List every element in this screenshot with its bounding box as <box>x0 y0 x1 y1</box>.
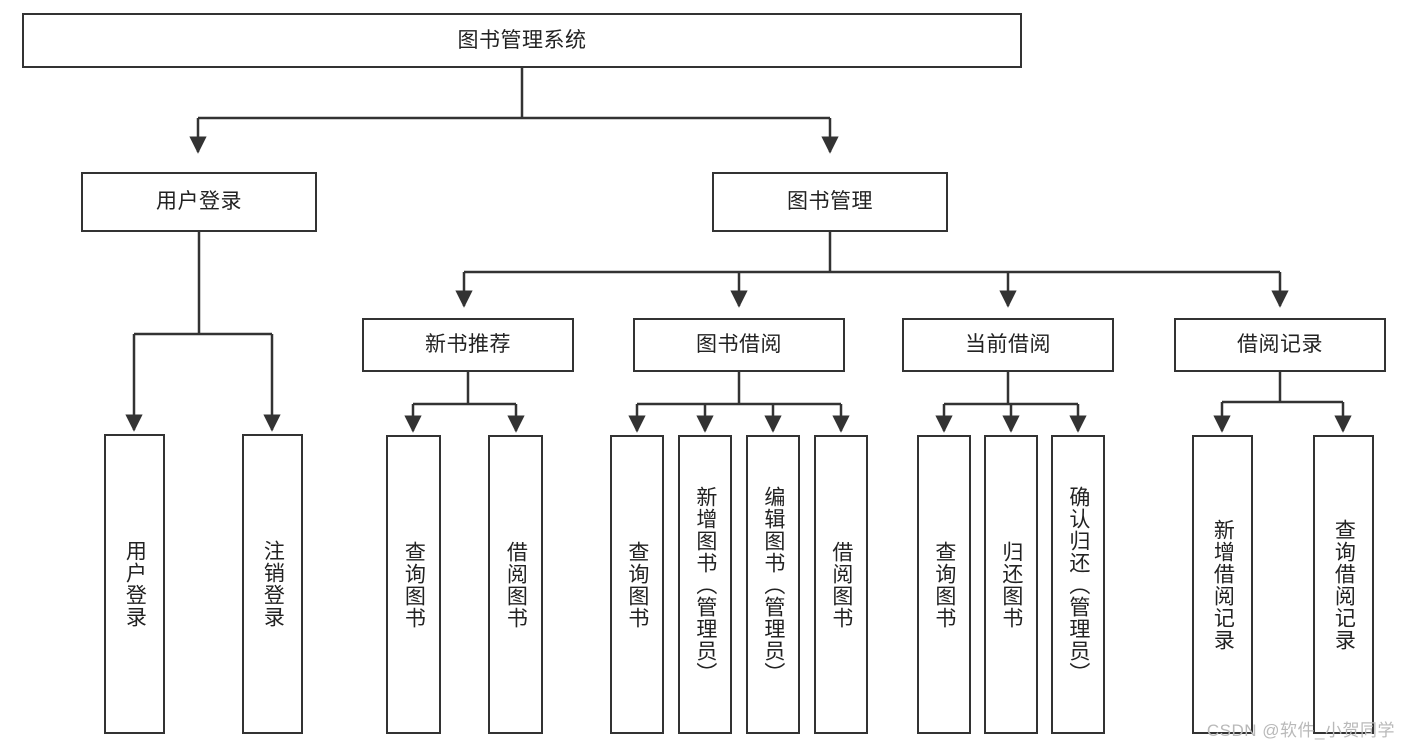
node-leaf-confirm-return[interactable]: 确认归还（管理员） <box>1051 435 1105 734</box>
node-leaf-user-login-label: 用户登录 <box>123 540 147 628</box>
node-leaf-add-record[interactable]: 新增借阅记录 <box>1192 435 1253 734</box>
node-user-login-label: 用户登录 <box>156 190 242 214</box>
node-leaf-borrow-book-1[interactable]: 借阅图书 <box>488 435 543 734</box>
node-leaf-query-book-2-label: 查询图书 <box>625 540 649 629</box>
node-book-management[interactable]: 图书管理 <box>712 172 948 232</box>
node-new-book-recommend-label: 新书推荐 <box>425 333 511 357</box>
node-leaf-return-book[interactable]: 归还图书 <box>984 435 1038 734</box>
node-leaf-borrow-book-2[interactable]: 借阅图书 <box>814 435 868 734</box>
node-current-borrow-label: 当前借阅 <box>965 333 1051 357</box>
node-leaf-edit-book[interactable]: 编辑图书（管理员） <box>746 435 800 734</box>
node-leaf-edit-book-label: 编辑图书（管理员） <box>761 485 785 684</box>
node-leaf-add-record-label: 新增借阅记录 <box>1211 518 1235 651</box>
node-borrow-record-label: 借阅记录 <box>1237 333 1323 357</box>
node-leaf-query-book-3-label: 查询图书 <box>932 540 956 629</box>
node-leaf-logout-login[interactable]: 注销登录 <box>242 434 303 734</box>
node-user-login[interactable]: 用户登录 <box>81 172 317 232</box>
node-root-book-management-system[interactable]: 图书管理系统 <box>22 13 1022 68</box>
node-leaf-borrow-book-2-label: 借阅图书 <box>829 540 853 629</box>
node-leaf-query-book-1[interactable]: 查询图书 <box>386 435 441 734</box>
node-leaf-borrow-book-1-label: 借阅图书 <box>504 540 528 629</box>
node-leaf-add-book-label: 新增图书（管理员） <box>693 485 717 684</box>
node-leaf-query-book-3[interactable]: 查询图书 <box>917 435 971 734</box>
node-book-borrow[interactable]: 图书借阅 <box>633 318 845 372</box>
node-leaf-add-book[interactable]: 新增图书（管理员） <box>678 435 732 734</box>
node-leaf-query-record-label: 查询借阅记录 <box>1332 518 1356 651</box>
node-leaf-query-book-2[interactable]: 查询图书 <box>610 435 664 734</box>
node-leaf-query-book-1-label: 查询图书 <box>402 540 426 629</box>
node-root-label: 图书管理系统 <box>457 28 587 52</box>
node-current-borrow[interactable]: 当前借阅 <box>902 318 1114 372</box>
node-new-book-recommend[interactable]: 新书推荐 <box>362 318 574 372</box>
node-leaf-user-login[interactable]: 用户登录 <box>104 434 165 734</box>
node-book-borrow-label: 图书借阅 <box>696 333 782 357</box>
node-leaf-return-book-label: 归还图书 <box>999 540 1023 629</box>
node-leaf-logout-login-label: 注销登录 <box>261 540 285 628</box>
csdn-watermark: CSDN @软件_小贺同学 <box>1206 721 1395 740</box>
node-leaf-query-record[interactable]: 查询借阅记录 <box>1313 435 1374 734</box>
node-leaf-confirm-return-label: 确认归还（管理员） <box>1066 485 1090 684</box>
node-borrow-record[interactable]: 借阅记录 <box>1174 318 1386 372</box>
node-book-management-label: 图书管理 <box>787 190 873 214</box>
